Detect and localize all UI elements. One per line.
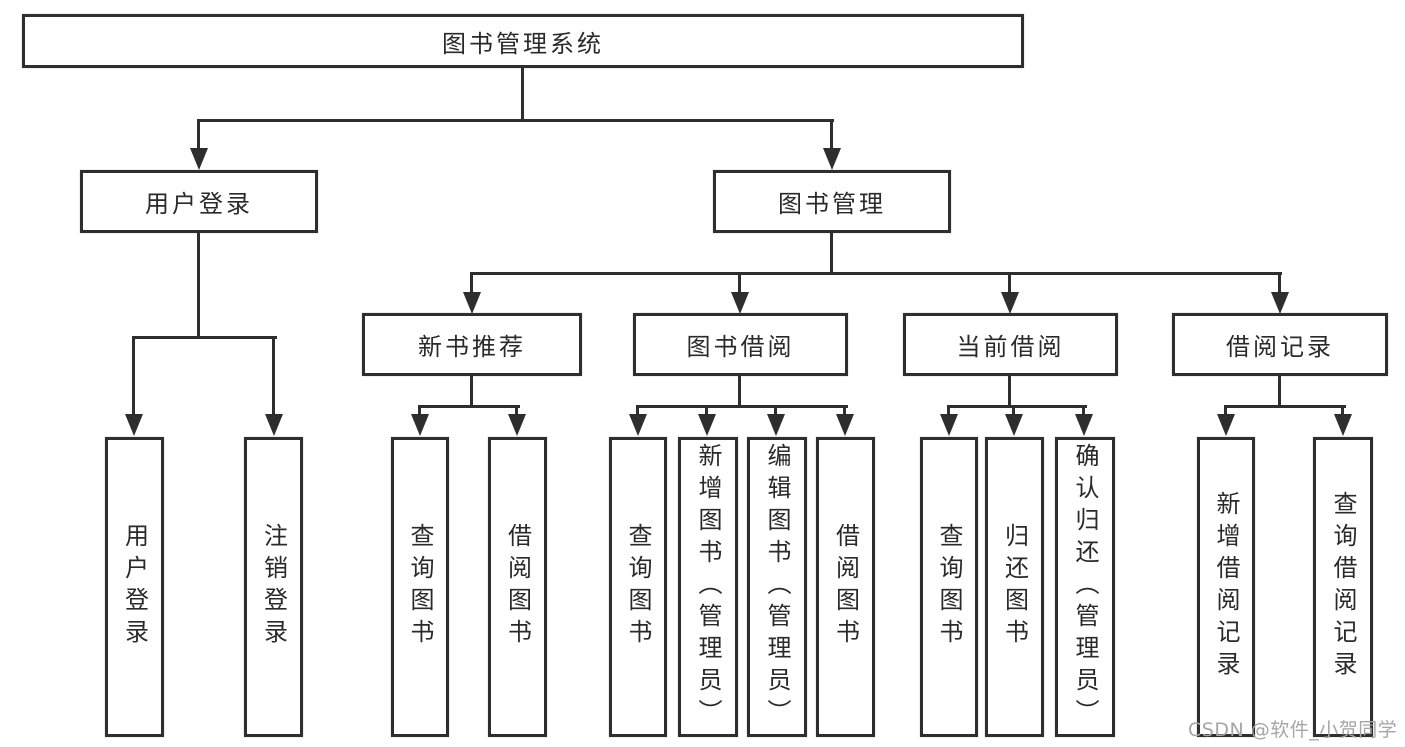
node-current-borrow: 当前借阅 xyxy=(903,313,1118,376)
arrowhead-bb-add xyxy=(698,414,716,436)
leaf-cb-return-books: 归还图书 xyxy=(985,437,1044,737)
arrowhead-user-login xyxy=(190,148,208,170)
arrowhead-br-add xyxy=(1217,414,1235,436)
leaf-cb-query-books: 查询图书 xyxy=(920,437,978,737)
arrowhead-cb-confirm xyxy=(1075,414,1093,436)
edge-book-borrow-rail xyxy=(636,405,848,408)
node-borrow-record: 借阅记录 xyxy=(1172,313,1388,376)
leaf-br-add-record-label: 新增借阅记录 xyxy=(1212,491,1240,683)
arrowhead-nb-query xyxy=(411,414,429,436)
edge-borrow-record-drop xyxy=(1278,273,1281,296)
edge-level2-rail xyxy=(470,272,1282,275)
edge-book-mgmt-stem xyxy=(830,232,833,274)
arrowhead-bb-borrow xyxy=(836,414,854,436)
leaf-bb-edit-books-admin-label: 编辑图书（管理员） xyxy=(763,443,791,731)
edge-nb-query-drop xyxy=(418,406,421,418)
edge-level1-rail xyxy=(197,119,834,122)
leaf-bb-add-books-admin: 新增图书（管理员） xyxy=(678,437,738,737)
leaf-br-add-record: 新增借阅记录 xyxy=(1197,437,1255,737)
node-new-book-rec-label: 新书推荐 xyxy=(418,333,526,361)
leaf-nb-query-books-label: 查询图书 xyxy=(406,523,434,651)
edge-br-add-drop xyxy=(1224,406,1227,418)
leaf-logout-label: 注销登录 xyxy=(259,523,288,651)
edge-cb-query-drop xyxy=(947,406,950,418)
edge-bb-borrow-drop xyxy=(843,406,846,418)
arrowhead-br-query xyxy=(1334,414,1352,436)
leaf-cb-confirm-return-admin-label: 确认归还（管理员） xyxy=(1071,443,1099,731)
edge-leaf-login-drop xyxy=(132,337,135,417)
csdn-watermark: CSDN @软件_小贺同学 xyxy=(1188,719,1398,741)
leaf-br-query-record-label: 查询借阅记录 xyxy=(1329,491,1357,683)
edge-bb-query-drop xyxy=(636,406,639,418)
node-root-label: 图书管理系统 xyxy=(442,29,604,58)
edge-new-book-drop xyxy=(470,273,473,296)
arrowhead-bb-query xyxy=(629,414,647,436)
leaf-user-login: 用户登录 xyxy=(105,437,164,737)
node-user-login: 用户登录 xyxy=(80,170,318,233)
edge-new-book-rail xyxy=(418,405,520,408)
edge-borrow-record-rail xyxy=(1224,405,1346,408)
leaf-bb-query-books-label: 查询图书 xyxy=(624,523,652,651)
arrowhead-leaf-login xyxy=(125,414,143,436)
arrowhead-current-borrow xyxy=(1001,292,1019,314)
edge-book-mgmt-drop xyxy=(830,120,833,152)
edge-br-query-drop xyxy=(1341,406,1344,418)
edge-user-login-rail xyxy=(132,336,277,339)
edge-nb-borrow-drop xyxy=(515,406,518,418)
leaf-cb-confirm-return-admin: 确认归还（管理员） xyxy=(1055,437,1115,737)
edge-borrow-record-stem xyxy=(1278,375,1281,407)
node-book-mgmt-label: 图书管理 xyxy=(778,190,886,218)
edge-book-borrow-drop xyxy=(738,273,741,296)
edge-book-borrow-stem xyxy=(738,375,741,407)
leaf-br-query-record: 查询借阅记录 xyxy=(1313,437,1373,737)
arrowhead-borrow-record xyxy=(1271,292,1289,314)
edge-leaf-logout-drop xyxy=(272,337,275,417)
arrowhead-cb-return xyxy=(1005,414,1023,436)
node-book-borrow: 图书借阅 xyxy=(633,313,848,376)
arrowhead-book-borrow xyxy=(731,292,749,314)
node-book-borrow-label: 图书借阅 xyxy=(686,333,795,361)
leaf-nb-borrow-books: 借阅图书 xyxy=(488,437,547,737)
leaf-bb-edit-books-admin: 编辑图书（管理员） xyxy=(747,437,807,737)
edge-current-borrow-rail xyxy=(947,405,1087,408)
leaf-logout: 注销登录 xyxy=(244,437,303,737)
arrowhead-book-mgmt xyxy=(823,148,841,170)
arrowhead-bb-edit xyxy=(767,414,785,436)
leaf-nb-query-books: 查询图书 xyxy=(391,437,449,737)
edge-user-login-drop xyxy=(197,120,200,152)
node-book-mgmt: 图书管理 xyxy=(713,170,951,233)
leaf-cb-query-books-label: 查询图书 xyxy=(935,523,963,651)
arrowhead-cb-query xyxy=(940,414,958,436)
leaf-user-login-label: 用户登录 xyxy=(120,523,149,651)
node-root: 图书管理系统 xyxy=(22,14,1024,68)
arrowhead-leaf-logout xyxy=(265,414,283,436)
edge-cb-return-drop xyxy=(1012,406,1015,418)
edge-user-login-stem xyxy=(197,232,200,339)
leaf-bb-borrow-books-label: 借阅图书 xyxy=(831,523,860,651)
leaf-nb-borrow-books-label: 借阅图书 xyxy=(503,523,532,651)
arrowhead-new-book xyxy=(463,292,481,314)
edge-cb-confirm-drop xyxy=(1082,406,1085,418)
leaf-bb-borrow-books: 借阅图书 xyxy=(816,437,875,737)
edge-current-borrow-stem xyxy=(1008,375,1011,407)
leaf-bb-query-books: 查询图书 xyxy=(609,437,667,737)
node-user-login-label: 用户登录 xyxy=(145,190,253,218)
leaf-cb-return-books-label: 归还图书 xyxy=(1000,523,1029,651)
node-borrow-record-label: 借阅记录 xyxy=(1226,333,1334,361)
edge-root-stem xyxy=(521,68,524,122)
arrowhead-nb-borrow xyxy=(508,414,526,436)
node-new-book-rec: 新书推荐 xyxy=(362,313,582,376)
edge-bb-edit-drop xyxy=(774,406,777,418)
node-current-borrow-label: 当前借阅 xyxy=(956,333,1065,361)
edge-new-book-stem xyxy=(470,375,473,407)
leaf-bb-add-books-admin-label: 新增图书（管理员） xyxy=(694,443,722,731)
edge-current-borrow-drop xyxy=(1008,273,1011,296)
edge-bb-add-drop xyxy=(705,406,708,418)
